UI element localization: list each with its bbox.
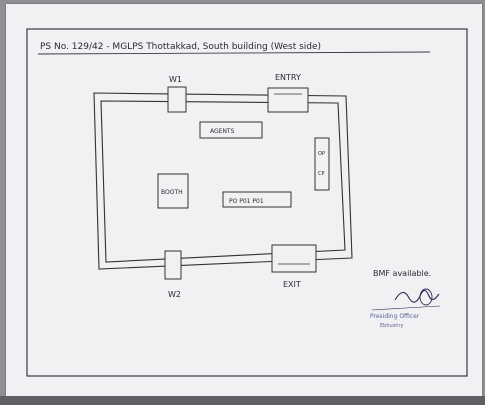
polling-officers-label: PO P01 P01 bbox=[229, 198, 264, 205]
room-inner-wall bbox=[100, 100, 346, 263]
window-w2-label: W2 bbox=[168, 290, 181, 299]
polling-officers-table bbox=[222, 191, 292, 208]
booth-label: BOOTH bbox=[161, 189, 183, 196]
room-outer-wall bbox=[93, 92, 353, 270]
exit-door bbox=[271, 244, 317, 273]
table-surface bbox=[0, 396, 485, 405]
agents-label: AGENTS bbox=[210, 128, 235, 135]
signature-scribble bbox=[394, 289, 440, 303]
exit-label: EXIT bbox=[283, 280, 301, 289]
agents-table bbox=[199, 121, 263, 139]
page-border bbox=[26, 28, 468, 377]
side-table-label-2: CP bbox=[318, 171, 325, 177]
side-table bbox=[314, 137, 330, 191]
stamp-line-1: Presiding Officer bbox=[370, 313, 420, 320]
side-table-label-1: OP bbox=[318, 151, 325, 157]
window-w2 bbox=[164, 250, 182, 280]
signature-line bbox=[371, 305, 441, 311]
entry-door bbox=[267, 87, 309, 113]
signature-loop bbox=[419, 288, 433, 306]
title-underline bbox=[37, 51, 431, 55]
voting-booth bbox=[157, 173, 189, 209]
window-w1-label: W1 bbox=[169, 75, 182, 84]
entry-label: ENTRY bbox=[275, 73, 301, 82]
stamp-line-2: Ebhushry bbox=[380, 323, 404, 329]
diagram-title: PS No. 129/42 - MGLPS Thottakkad, South … bbox=[40, 42, 321, 52]
bmf-note: BMF available. bbox=[373, 269, 431, 278]
window-w1 bbox=[167, 86, 187, 113]
